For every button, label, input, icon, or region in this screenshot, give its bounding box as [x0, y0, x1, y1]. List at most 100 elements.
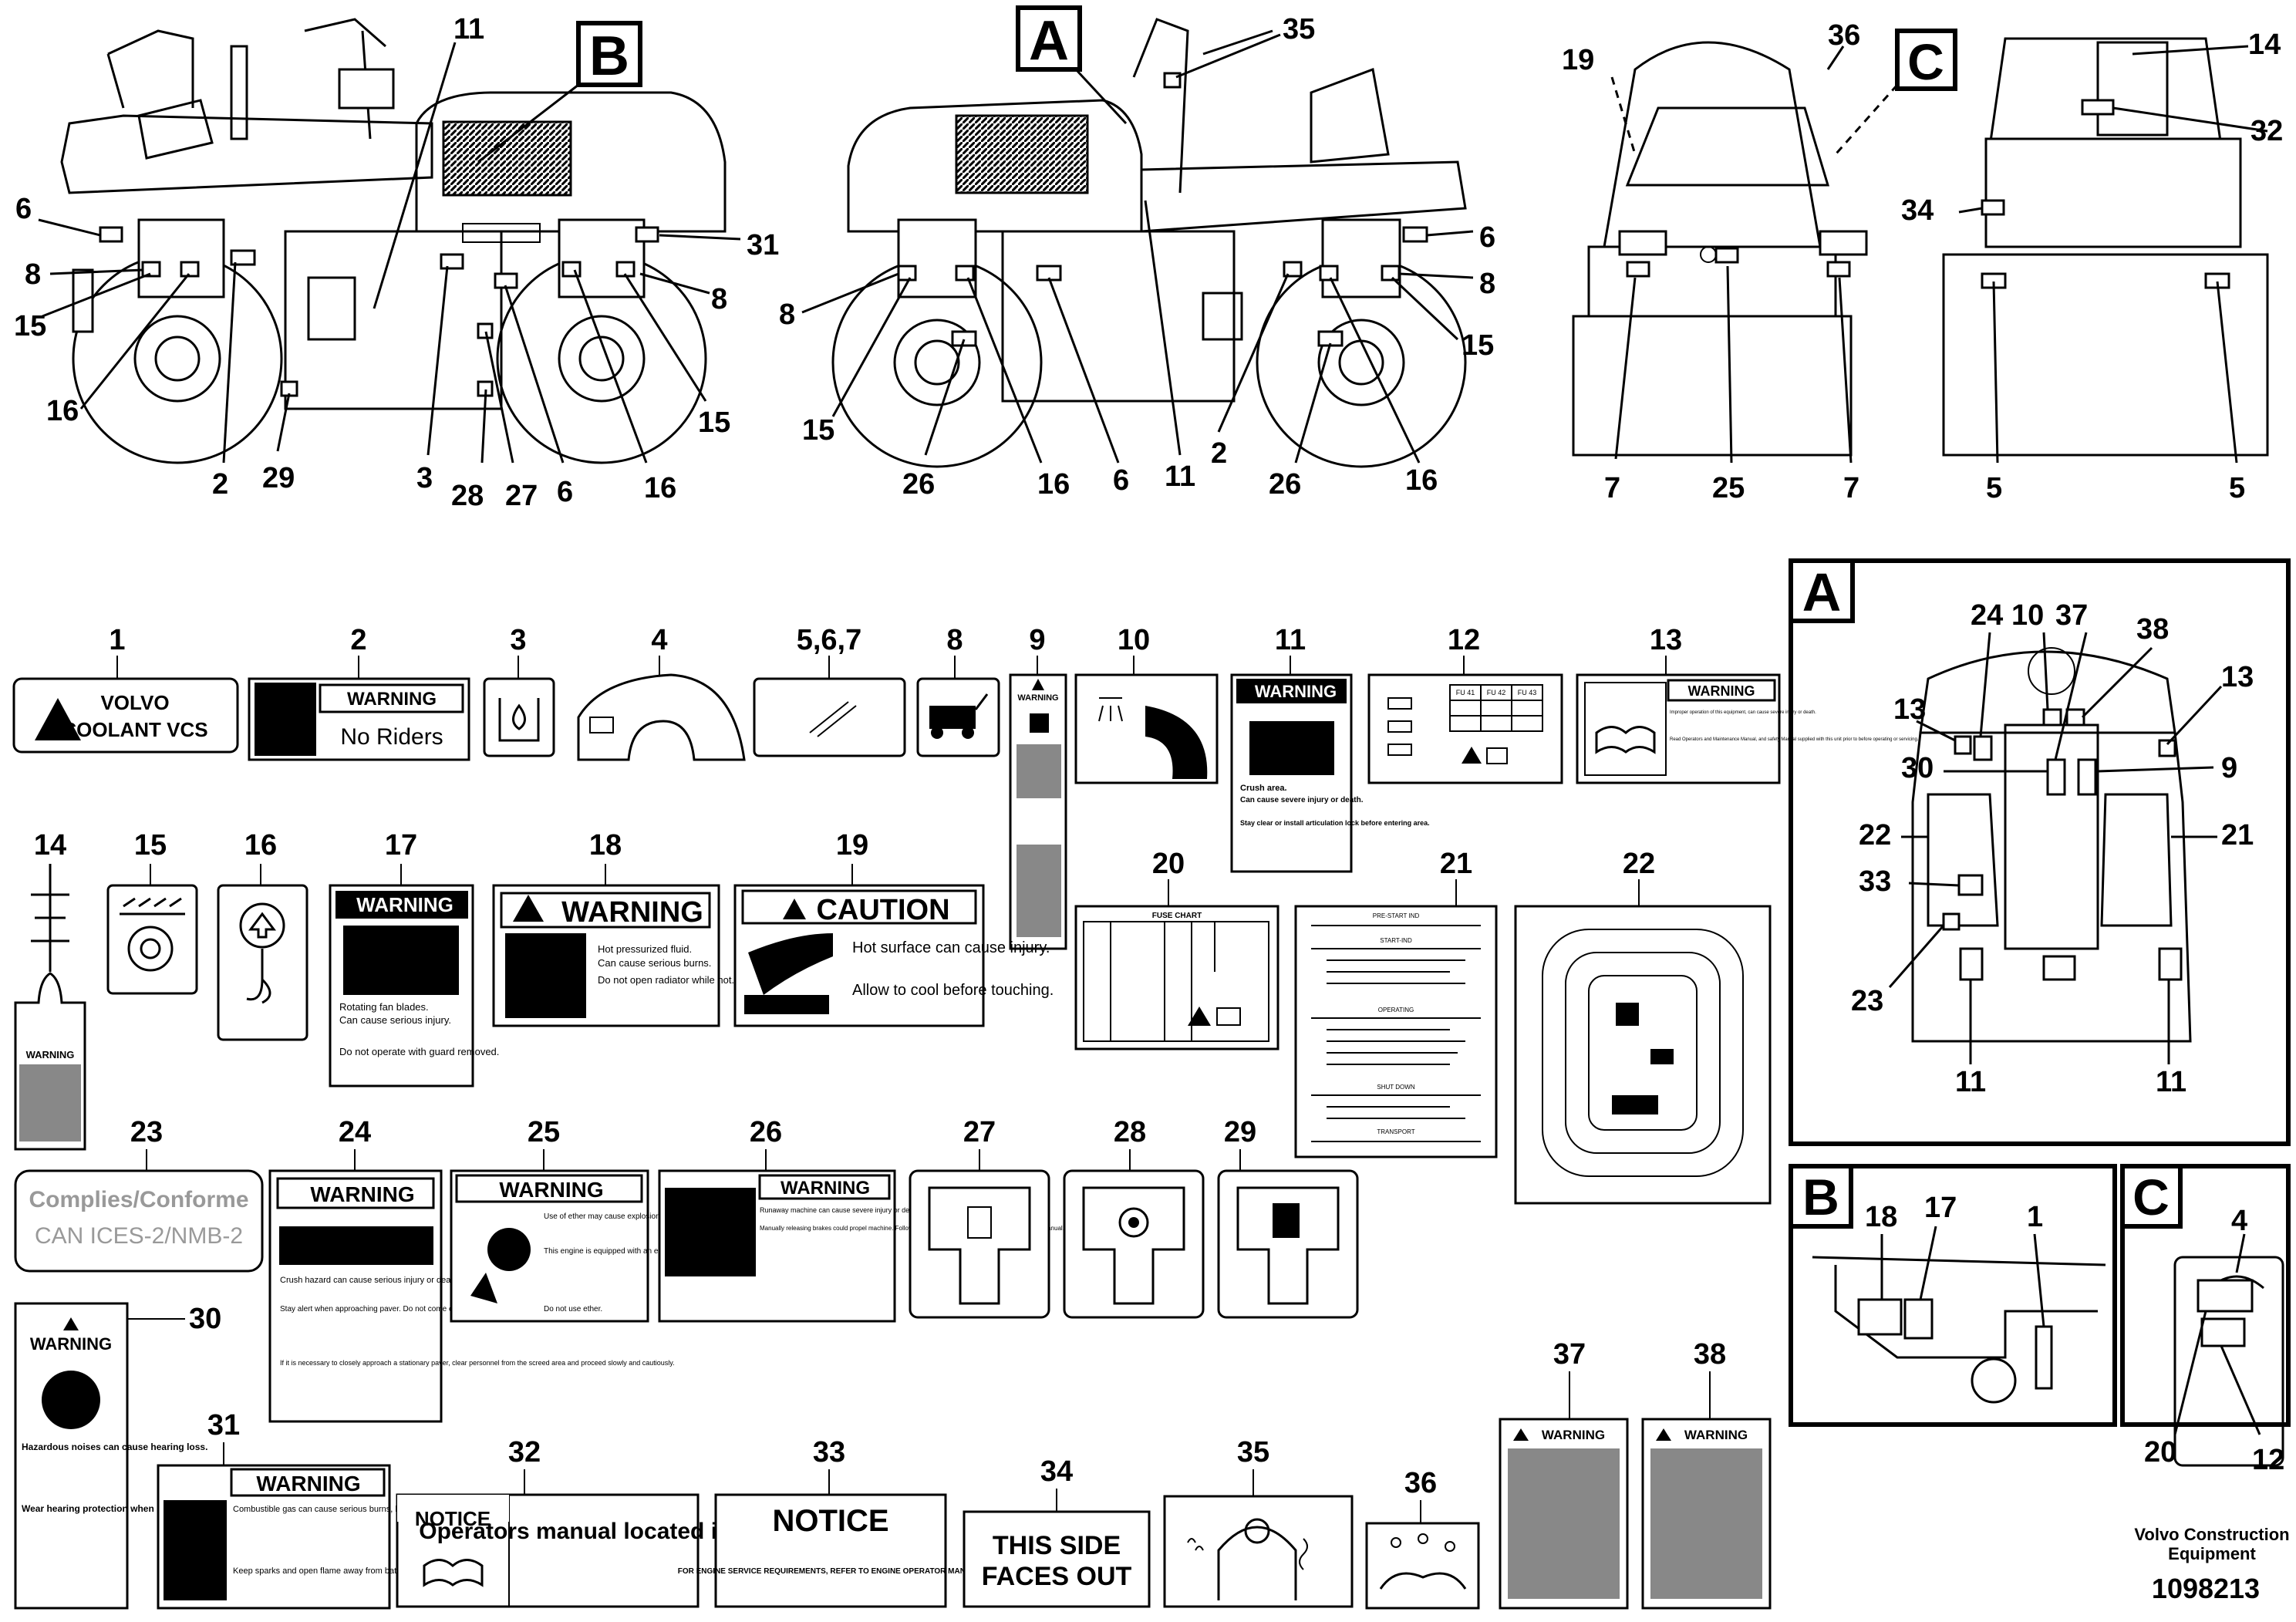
label-text: WARNING	[1684, 1428, 1748, 1442]
view-a-callout: 8	[779, 298, 795, 331]
decal-20: 20 FUSE CHART	[1074, 848, 1279, 1050]
view-a-callout: 2	[1211, 437, 1227, 470]
label-text: 29	[1224, 1116, 1256, 1148]
label-text: NOTICE	[772, 1504, 888, 1538]
decal-23: 23 Complies/Conforme CAN ICES-2/NMB-2	[14, 1116, 264, 1273]
decal-34: 34 THIS SIDE FACES OUT	[963, 1455, 1151, 1608]
label-text: CAUTION	[816, 894, 949, 926]
view-b-callout: 11	[453, 13, 484, 46]
label-text: Can cause serious burns.	[598, 957, 711, 969]
label-text: VOLVO	[100, 691, 169, 714]
label-text: 9	[2221, 752, 2237, 784]
label-text: WARNING	[310, 1182, 414, 1206]
view-a-callout: 26	[1269, 468, 1301, 501]
machine-view-b: B 6 8 15 16 2 29 11 3 28 27 6 16 15 8 31	[14, 13, 779, 512]
decal-5-6-7: 5,6,7	[753, 624, 906, 757]
label-text: 34	[1040, 1455, 1073, 1488]
label-text: WARNING	[1688, 683, 1755, 699]
label-text: START-IND	[1380, 937, 1412, 944]
label-text: 11	[1275, 624, 1306, 656]
label-text: 33	[1859, 865, 1891, 898]
view-a-callout: 26	[902, 468, 935, 501]
label-text: Read Operators and Maintenance Manual, a…	[1670, 737, 1919, 742]
view-a-callout: 6	[1479, 221, 1495, 254]
decal-35: 35	[1163, 1436, 1354, 1608]
label-text: 2	[350, 624, 366, 656]
view-b-callout: 16	[46, 395, 79, 427]
label-text: 13	[1893, 693, 1926, 726]
label-text: Can cause serious injury.	[339, 1014, 451, 1026]
label-text: 28	[1114, 1116, 1146, 1148]
view-c-callout: 7	[1604, 472, 1620, 504]
view-a-callout: 8	[1479, 268, 1495, 300]
machine-view-front: 14 32 34 5 5	[1901, 29, 2283, 504]
decal-30: 30 WARNING Hazardous noises can cause he…	[14, 1302, 347, 1610]
decal-21: 21 PRE-START IND START-IND OPERATING SHU…	[1294, 848, 1498, 1158]
label-text: Hazardous noises can cause hearing loss.	[22, 1442, 207, 1452]
label-text: Keep sparks and open flame away from bat…	[233, 1566, 420, 1576]
decal-3: 3	[483, 624, 555, 757]
label-text: 27	[963, 1116, 996, 1148]
front-view-callout: 14	[2248, 29, 2281, 61]
label-text: 13	[2221, 661, 2254, 693]
label-text: 30	[189, 1303, 221, 1335]
label-text: 18	[1865, 1201, 1897, 1233]
label-text: 14	[34, 829, 66, 862]
view-b-callout: 31	[747, 229, 779, 261]
label-text: TRANSPORT	[1377, 1128, 1414, 1135]
label-text: SHUT DOWN	[1377, 1084, 1414, 1091]
view-b-callout: 15	[14, 310, 46, 342]
view-a-callout: 15	[802, 414, 834, 447]
label-text: Crush area.	[1240, 784, 1287, 793]
label-text: Rotating fan blades.	[339, 1001, 429, 1013]
decal-32: 32 NOTICE Operators manual located insid…	[396, 1436, 784, 1608]
decal-15: 15	[106, 829, 198, 995]
label-text: No Riders	[340, 724, 443, 750]
view-a-callout: 16	[1037, 468, 1070, 501]
label-text: 15	[134, 829, 167, 862]
label-text: 17	[1924, 1192, 1957, 1224]
label-text: WARNING	[1542, 1428, 1605, 1442]
front-view-callout: 32	[2250, 115, 2283, 147]
label-text: THIS SIDE	[993, 1531, 1121, 1560]
detail-b: B 18 17 1	[1789, 1164, 2117, 1427]
decal-36: 36	[1365, 1467, 1480, 1610]
label-text: 16	[244, 829, 277, 862]
label-text: 11	[1955, 1066, 1986, 1098]
label-text: 26	[750, 1116, 782, 1148]
decal-10: 10	[1074, 624, 1219, 784]
label-text: OPERATING	[1378, 1007, 1414, 1013]
view-c-callout: 25	[1712, 472, 1745, 504]
label-text: CAN ICES-2/NMB-2	[35, 1223, 243, 1249]
label-text: FACES OUT	[982, 1562, 1132, 1591]
label-text: 35	[1237, 1436, 1269, 1469]
label-text: 25	[528, 1116, 560, 1148]
decal-19: 19 CAUTION Hot surface can cause injury.…	[733, 829, 1054, 1027]
label-text: Crush hazard can cause serious injury or…	[280, 1276, 460, 1285]
label-text: 5,6,7	[797, 624, 862, 656]
label-text: FU 41	[1456, 689, 1475, 696]
view-b-callout: 16	[644, 472, 676, 504]
decal-13: 13 WARNING Improper operation of this eq…	[1576, 624, 1919, 784]
view-c-callout: 36	[1828, 19, 1860, 52]
label-text: 1	[2027, 1201, 2043, 1233]
label-text: WARNING	[30, 1334, 112, 1354]
label-text: If it is necessary to closely approach a…	[280, 1359, 675, 1367]
label-text: Runaway machine can cause severe injury …	[760, 1206, 921, 1214]
detail-a: A 24 10 37 38 13 13 30 9 22 21 33 23 11 …	[1789, 558, 2291, 1146]
label-text: 38	[2136, 613, 2169, 646]
label-text: 10	[1118, 624, 1150, 656]
decal-27: 27	[909, 1116, 1050, 1319]
decal-17: 17 WARNING Rotating fan blades. Can caus…	[329, 829, 499, 1088]
label-text: 20	[2144, 1436, 2176, 1469]
decal-25: 25 WARNING Use of ether may cause explos…	[450, 1116, 744, 1323]
label-text: 37	[2055, 599, 2088, 632]
decal-8: 8	[916, 624, 1000, 757]
label-text: 3	[510, 624, 526, 656]
label-text: FUSE CHART	[1152, 912, 1202, 920]
view-a-callout: 35	[1283, 13, 1315, 46]
label-text: Allow to cool before touching.	[852, 982, 1054, 999]
view-a-callout: 15	[1462, 329, 1494, 362]
view-c-letter: C	[1907, 33, 1944, 90]
